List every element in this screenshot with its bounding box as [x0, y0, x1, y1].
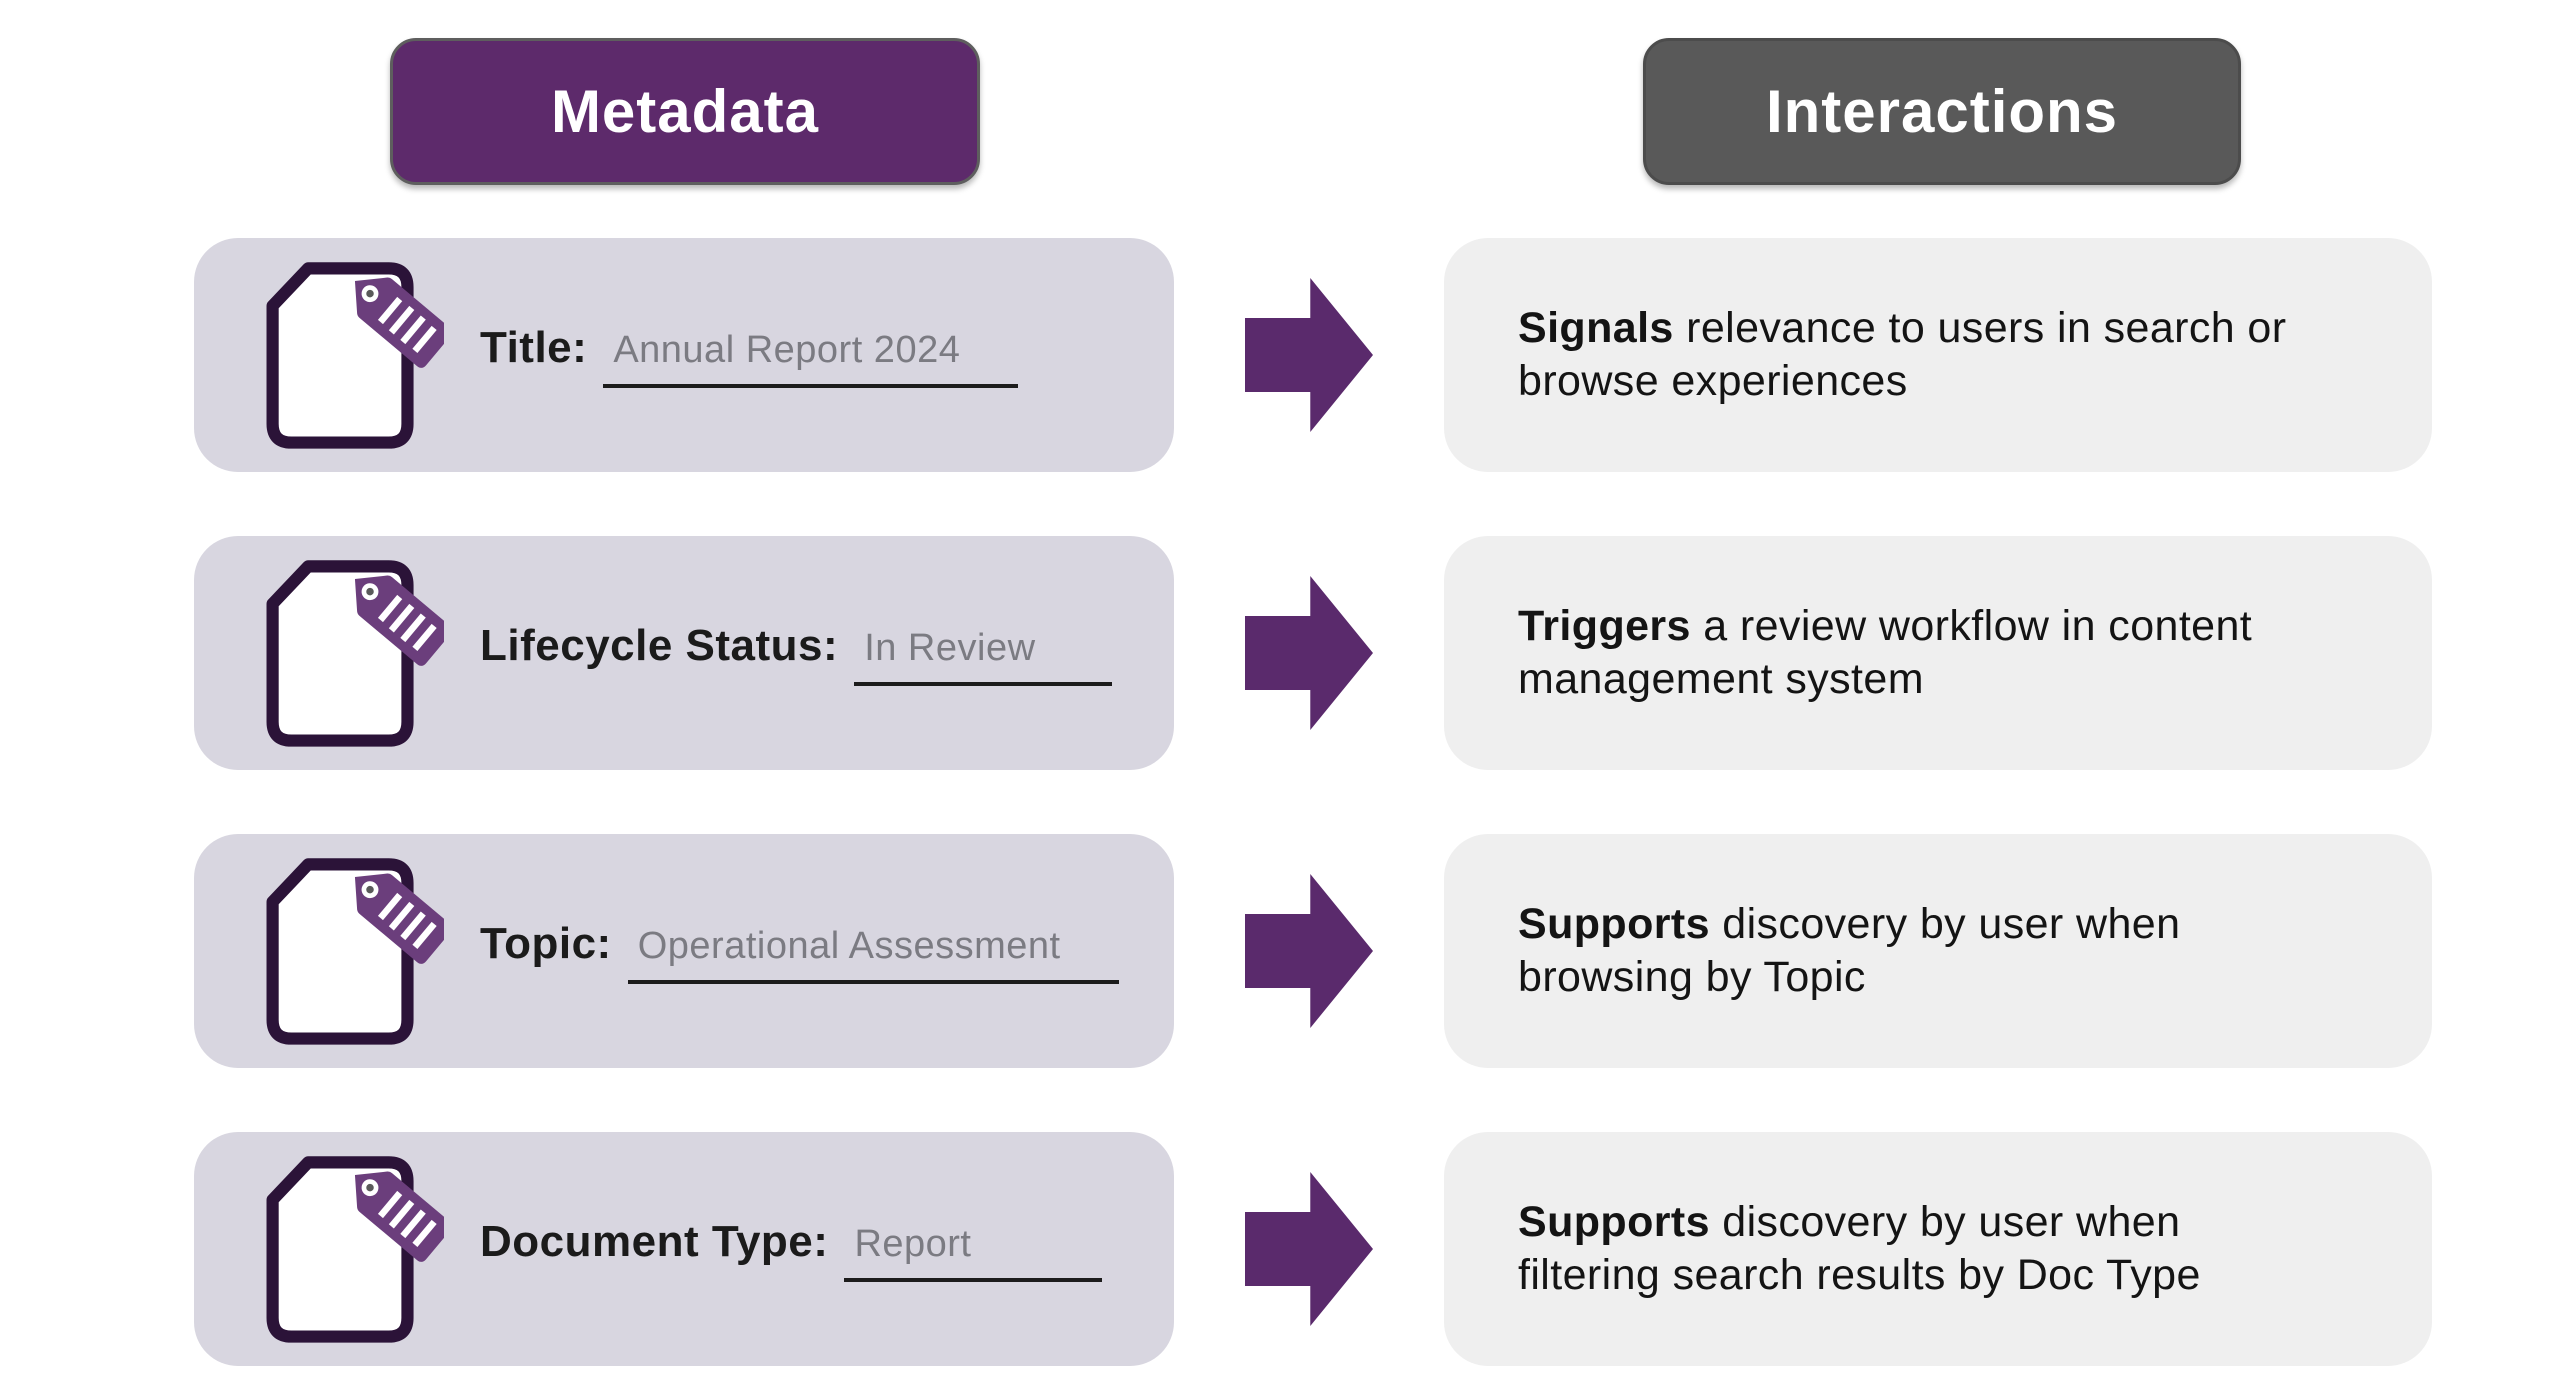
interaction-card: Supports discovery by user when browsing…	[1444, 834, 2432, 1068]
interaction-text: Supports discovery by user when filterin…	[1518, 1196, 2201, 1302]
field-value: Report	[844, 1223, 1103, 1282]
document-tag-icon	[266, 1156, 444, 1343]
interaction-description: relevance to users in search or	[1673, 304, 2287, 352]
interaction-description: discovery by user when	[1709, 900, 2181, 948]
metadata-card-topic: Topic: Operational Assessment	[194, 834, 1174, 1068]
diagram-row: Title: Annual Report 2024 Signals releva…	[0, 238, 2560, 472]
field-value: Operational Assessment	[627, 925, 1119, 984]
interactions-header-badge: Interactions	[1643, 38, 2241, 185]
metadata-card-lifecycle-status: Lifecycle Status: In Review	[194, 536, 1174, 770]
right-arrow-icon	[1245, 1172, 1373, 1326]
document-tag-icon	[266, 262, 444, 449]
interaction-card: Supports discovery by user when filterin…	[1444, 1132, 2432, 1366]
interaction-description: a review workflow in content	[1690, 602, 2253, 650]
diagram-row: Topic: Operational Assessment Supports d…	[0, 834, 2560, 1068]
document-tag-icon	[266, 858, 444, 1045]
interaction-description: discovery by user when	[1709, 1198, 2181, 1246]
interaction-keyword: Signals	[1518, 304, 1674, 352]
diagram-row: Lifecycle Status: In Review Triggers a r…	[0, 536, 2560, 770]
document-tag-icon	[266, 560, 444, 747]
interaction-description-line2: filtering search results by Doc Type	[1518, 1251, 2201, 1299]
metadata-card-title: Title: Annual Report 2024	[194, 238, 1174, 472]
interaction-card: Signals relevance to users in search or …	[1444, 238, 2432, 472]
right-arrow-icon	[1245, 576, 1373, 730]
field-label: Title:	[480, 322, 588, 372]
interactions-header-label: Interactions	[1765, 78, 2119, 145]
field-label: Lifecycle Status:	[480, 620, 839, 670]
interaction-keyword: Triggers	[1518, 602, 1691, 650]
field-value: In Review	[854, 627, 1113, 686]
right-arrow-icon	[1245, 278, 1373, 432]
interaction-keyword: Supports	[1518, 900, 1710, 948]
interaction-text: Signals relevance to users in search or …	[1518, 302, 2286, 408]
field-label: Document Type:	[480, 1216, 829, 1266]
interaction-description-line2: browse experiences	[1518, 357, 1908, 405]
right-arrow-icon	[1245, 874, 1373, 1028]
metadata-header-badge: Metadata	[390, 38, 980, 185]
field-value: Annual Report 2024	[603, 329, 1019, 388]
metadata-card-document-type: Document Type: Report	[194, 1132, 1174, 1366]
metadata-header-label: Metadata	[550, 78, 820, 145]
interaction-text: Supports discovery by user when browsing…	[1518, 898, 2180, 1004]
interaction-text: Triggers a review workflow in content ma…	[1518, 600, 2252, 706]
diagram-row: Document Type: Report Supports discovery…	[0, 1132, 2560, 1366]
interaction-description-line2: browsing by Topic	[1518, 953, 1866, 1001]
interaction-description-line2: management system	[1518, 655, 1924, 703]
interaction-card: Triggers a review workflow in content ma…	[1444, 536, 2432, 770]
interaction-keyword: Supports	[1518, 1198, 1710, 1246]
field-label: Topic:	[480, 918, 612, 968]
